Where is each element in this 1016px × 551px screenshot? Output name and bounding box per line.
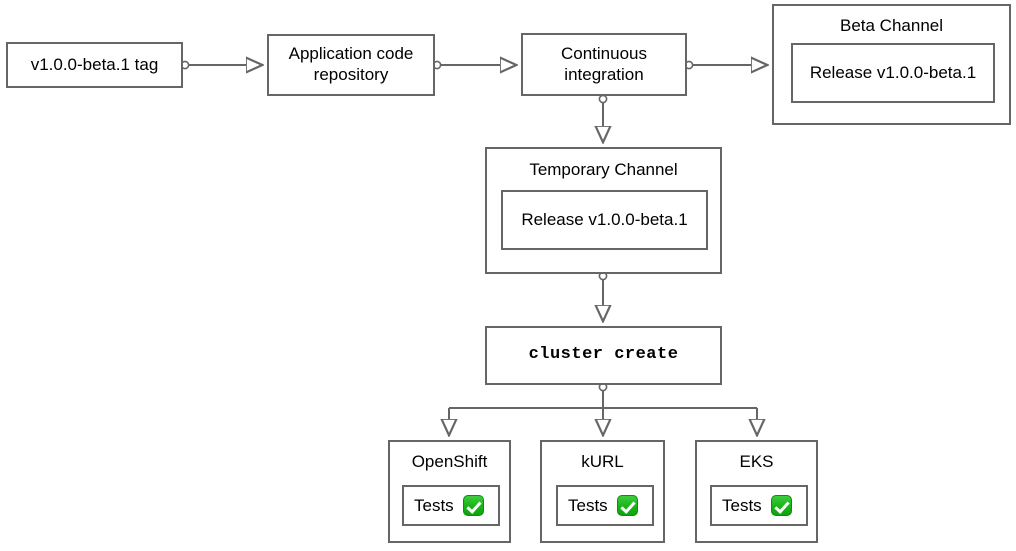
node-temporary-channel-release[interactable]: Release v1.0.0-beta.1 [501,190,708,250]
node-ci-label-line2: integration [564,64,644,84]
green-check-icon [770,495,792,516]
node-continuous-integration[interactable]: Continuous integration [521,33,687,96]
node-application-code-repository[interactable]: Application code repository [267,34,435,96]
node-kurl-tests[interactable]: Tests [556,485,654,526]
green-check-icon [462,495,484,516]
node-cluster-create-label: cluster create [528,345,679,365]
node-eks-tests[interactable]: Tests [710,485,808,526]
node-temporary-channel-title: Temporary Channel [529,160,678,179]
node-openshift-tests[interactable]: Tests [402,485,500,526]
edge-source-dot [598,94,608,104]
node-openshift-title: OpenShift [411,452,488,471]
node-repo-label-line1: Application code [288,44,414,64]
node-eks-title: EKS [739,452,774,471]
eks-tests-row: Tests [722,495,792,516]
node-repo-label-line2: repository [313,65,389,84]
node-beta-channel-release-label: Release v1.0.0-beta.1 [809,63,977,82]
node-openshift[interactable]: OpenShift Tests [388,440,511,543]
node-beta-channel-title: Beta Channel [839,16,944,35]
node-kurl-title: kURL [581,452,624,471]
node-cluster-create[interactable]: cluster create [485,326,722,385]
openshift-tests-row: Tests [414,495,484,516]
green-check-icon [616,495,638,516]
node-tag-label: v1.0.0-beta.1 tag [30,54,159,74]
node-kurl-tests-label: Tests [568,495,608,515]
node-beta-channel-release[interactable]: Release v1.0.0-beta.1 [791,43,995,103]
node-beta-channel[interactable]: Beta Channel Release v1.0.0-beta.1 [772,4,1011,125]
node-temporary-channel[interactable]: Temporary Channel Release v1.0.0-beta.1 [485,147,722,274]
node-tag[interactable]: v1.0.0-beta.1 tag [6,42,183,88]
kurl-tests-row: Tests [568,495,638,516]
node-eks-tests-label: Tests [722,495,762,515]
node-repo-label: Application code repository [289,44,414,85]
node-kurl[interactable]: kURL Tests [540,440,665,543]
node-ci-label: Continuous integration [561,44,647,85]
node-eks[interactable]: EKS Tests [695,440,818,543]
node-ci-label-line1: Continuous [560,43,647,63]
node-openshift-tests-label: Tests [414,495,454,515]
node-temporary-channel-release-label: Release v1.0.0-beta.1 [521,210,688,229]
